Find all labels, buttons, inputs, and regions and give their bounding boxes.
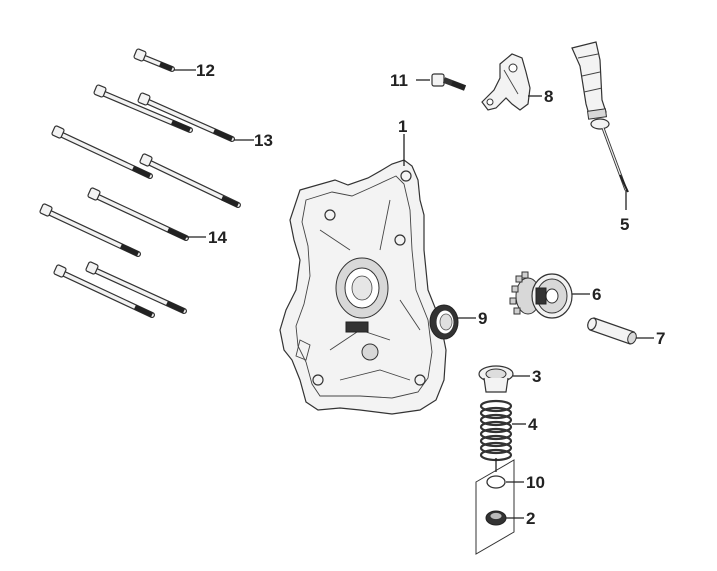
- dipstick-5: [571, 41, 629, 193]
- callout-10: 10: [526, 473, 545, 492]
- callout-8: 8: [544, 87, 553, 106]
- gear-6: [509, 271, 573, 319]
- callout-11: 11: [390, 71, 408, 90]
- o-ring-10: [486, 475, 506, 489]
- bolt-set: [39, 48, 241, 318]
- callout-5: 5: [620, 215, 629, 234]
- cap-3: [478, 365, 514, 393]
- callout-4: 4: [528, 415, 538, 434]
- gasket-sheet: [475, 458, 515, 555]
- callout-1: 1: [398, 117, 407, 136]
- bolt-long-a: [51, 125, 153, 179]
- bracket-8: [481, 53, 531, 111]
- callout-13: 13: [254, 131, 273, 150]
- washer-2: [485, 510, 507, 526]
- callout-14: 14: [208, 228, 227, 247]
- leader-lines: [174, 69, 654, 519]
- bolt-long-d: [53, 264, 155, 318]
- spring-4: [479, 399, 513, 462]
- callout-12: 12: [196, 61, 215, 80]
- callout-3: 3: [532, 367, 541, 386]
- crankcase-cover: [279, 159, 447, 415]
- bolt-14a: [87, 187, 189, 241]
- bolt-long-c: [85, 261, 187, 314]
- bolt-14b: [39, 203, 141, 257]
- bolt-12: [133, 48, 175, 72]
- oil-seal-9: [429, 304, 459, 340]
- bolt-13b: [137, 92, 235, 142]
- callout-9: 9: [478, 309, 487, 328]
- callout-7: 7: [656, 329, 665, 348]
- callout-2: 2: [526, 509, 535, 528]
- callout-6: 6: [592, 285, 601, 304]
- bolt-long-b: [139, 153, 241, 208]
- pin-7: [587, 317, 637, 345]
- bolt-11: [431, 73, 467, 91]
- bolt-13a: [93, 84, 193, 133]
